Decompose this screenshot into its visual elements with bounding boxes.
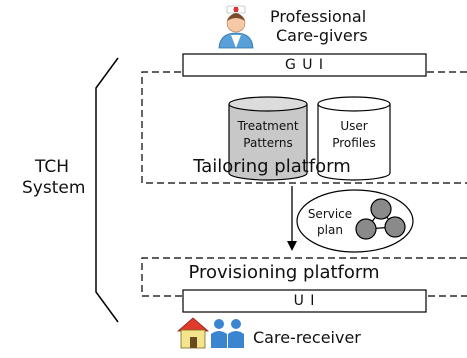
people-icon	[211, 319, 244, 348]
system-bracket	[95, 57, 119, 323]
treatment-patterns-label-line2: Patterns	[243, 136, 293, 150]
nurse-icon	[218, 5, 254, 49]
user-profiles-label-line2: Profiles	[332, 136, 376, 150]
service-plan-graph	[355, 198, 406, 240]
caregivers-label-line2: Care-givers	[276, 26, 368, 45]
service-plan-label-line1: Service	[307, 207, 353, 221]
gui-label: G U I	[284, 57, 325, 73]
provisioning-platform-label: Provisioning platform	[188, 262, 380, 283]
flow-arrow	[287, 186, 297, 251]
house-icon	[176, 317, 210, 349]
user-profiles-label-line1: User	[340, 119, 368, 133]
tailoring-platform-label: Tailoring platform	[193, 156, 351, 177]
treatment-patterns-label-line1: Treatment	[237, 119, 299, 133]
caregivers-label-line1: Professional	[270, 7, 367, 26]
treatment-patterns-database	[228, 96, 308, 181]
service-plan-label-line2: plan	[317, 223, 343, 237]
ui-label: U I	[293, 293, 316, 309]
provisioning-platform-box	[141, 257, 467, 297]
care-receiver-label: Care-receiver	[253, 328, 361, 347]
user-profiles-database	[317, 96, 391, 181]
gui-box	[182, 53, 427, 77]
system-label-line2: System	[22, 178, 86, 198]
ui-box	[182, 289, 427, 313]
system-label-line1: TCH	[34, 157, 70, 177]
tailoring-platform-box	[141, 71, 467, 184]
